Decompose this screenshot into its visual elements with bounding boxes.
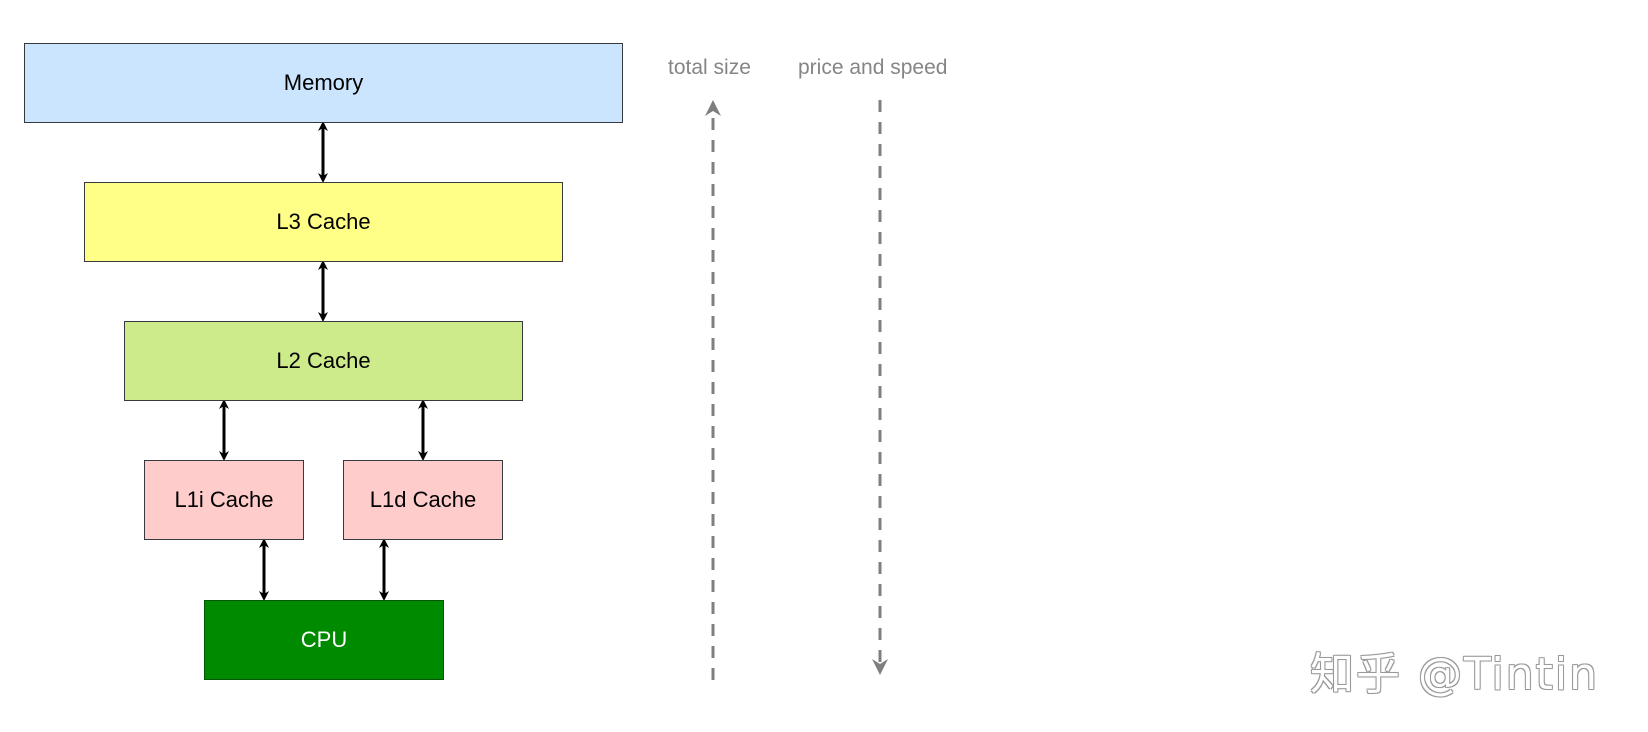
l3-cache-box: L3 Cache [84,182,563,262]
cpu-label: CPU [300,627,348,652]
price-and-speed-label: price and speed [798,56,948,79]
total-size-label: total size [668,56,751,79]
l1d-cache-box: L1d Cache [343,460,503,540]
l2-cache-label: L2 Cache [276,348,371,373]
l2-cache-box: L2 Cache [124,321,523,401]
watermark: 知乎 @Tintin [1310,649,1599,700]
cpu-box: CPU [204,600,444,680]
l1i-cache-box: L1i Cache [144,460,304,540]
l3-cache-label: L3 Cache [276,209,371,234]
l1d-cache-label: L1d Cache [369,487,477,512]
memory-box: Memory [24,43,623,123]
l1i-cache-label: L1i Cache [174,487,274,512]
memory-label: Memory [283,70,364,95]
